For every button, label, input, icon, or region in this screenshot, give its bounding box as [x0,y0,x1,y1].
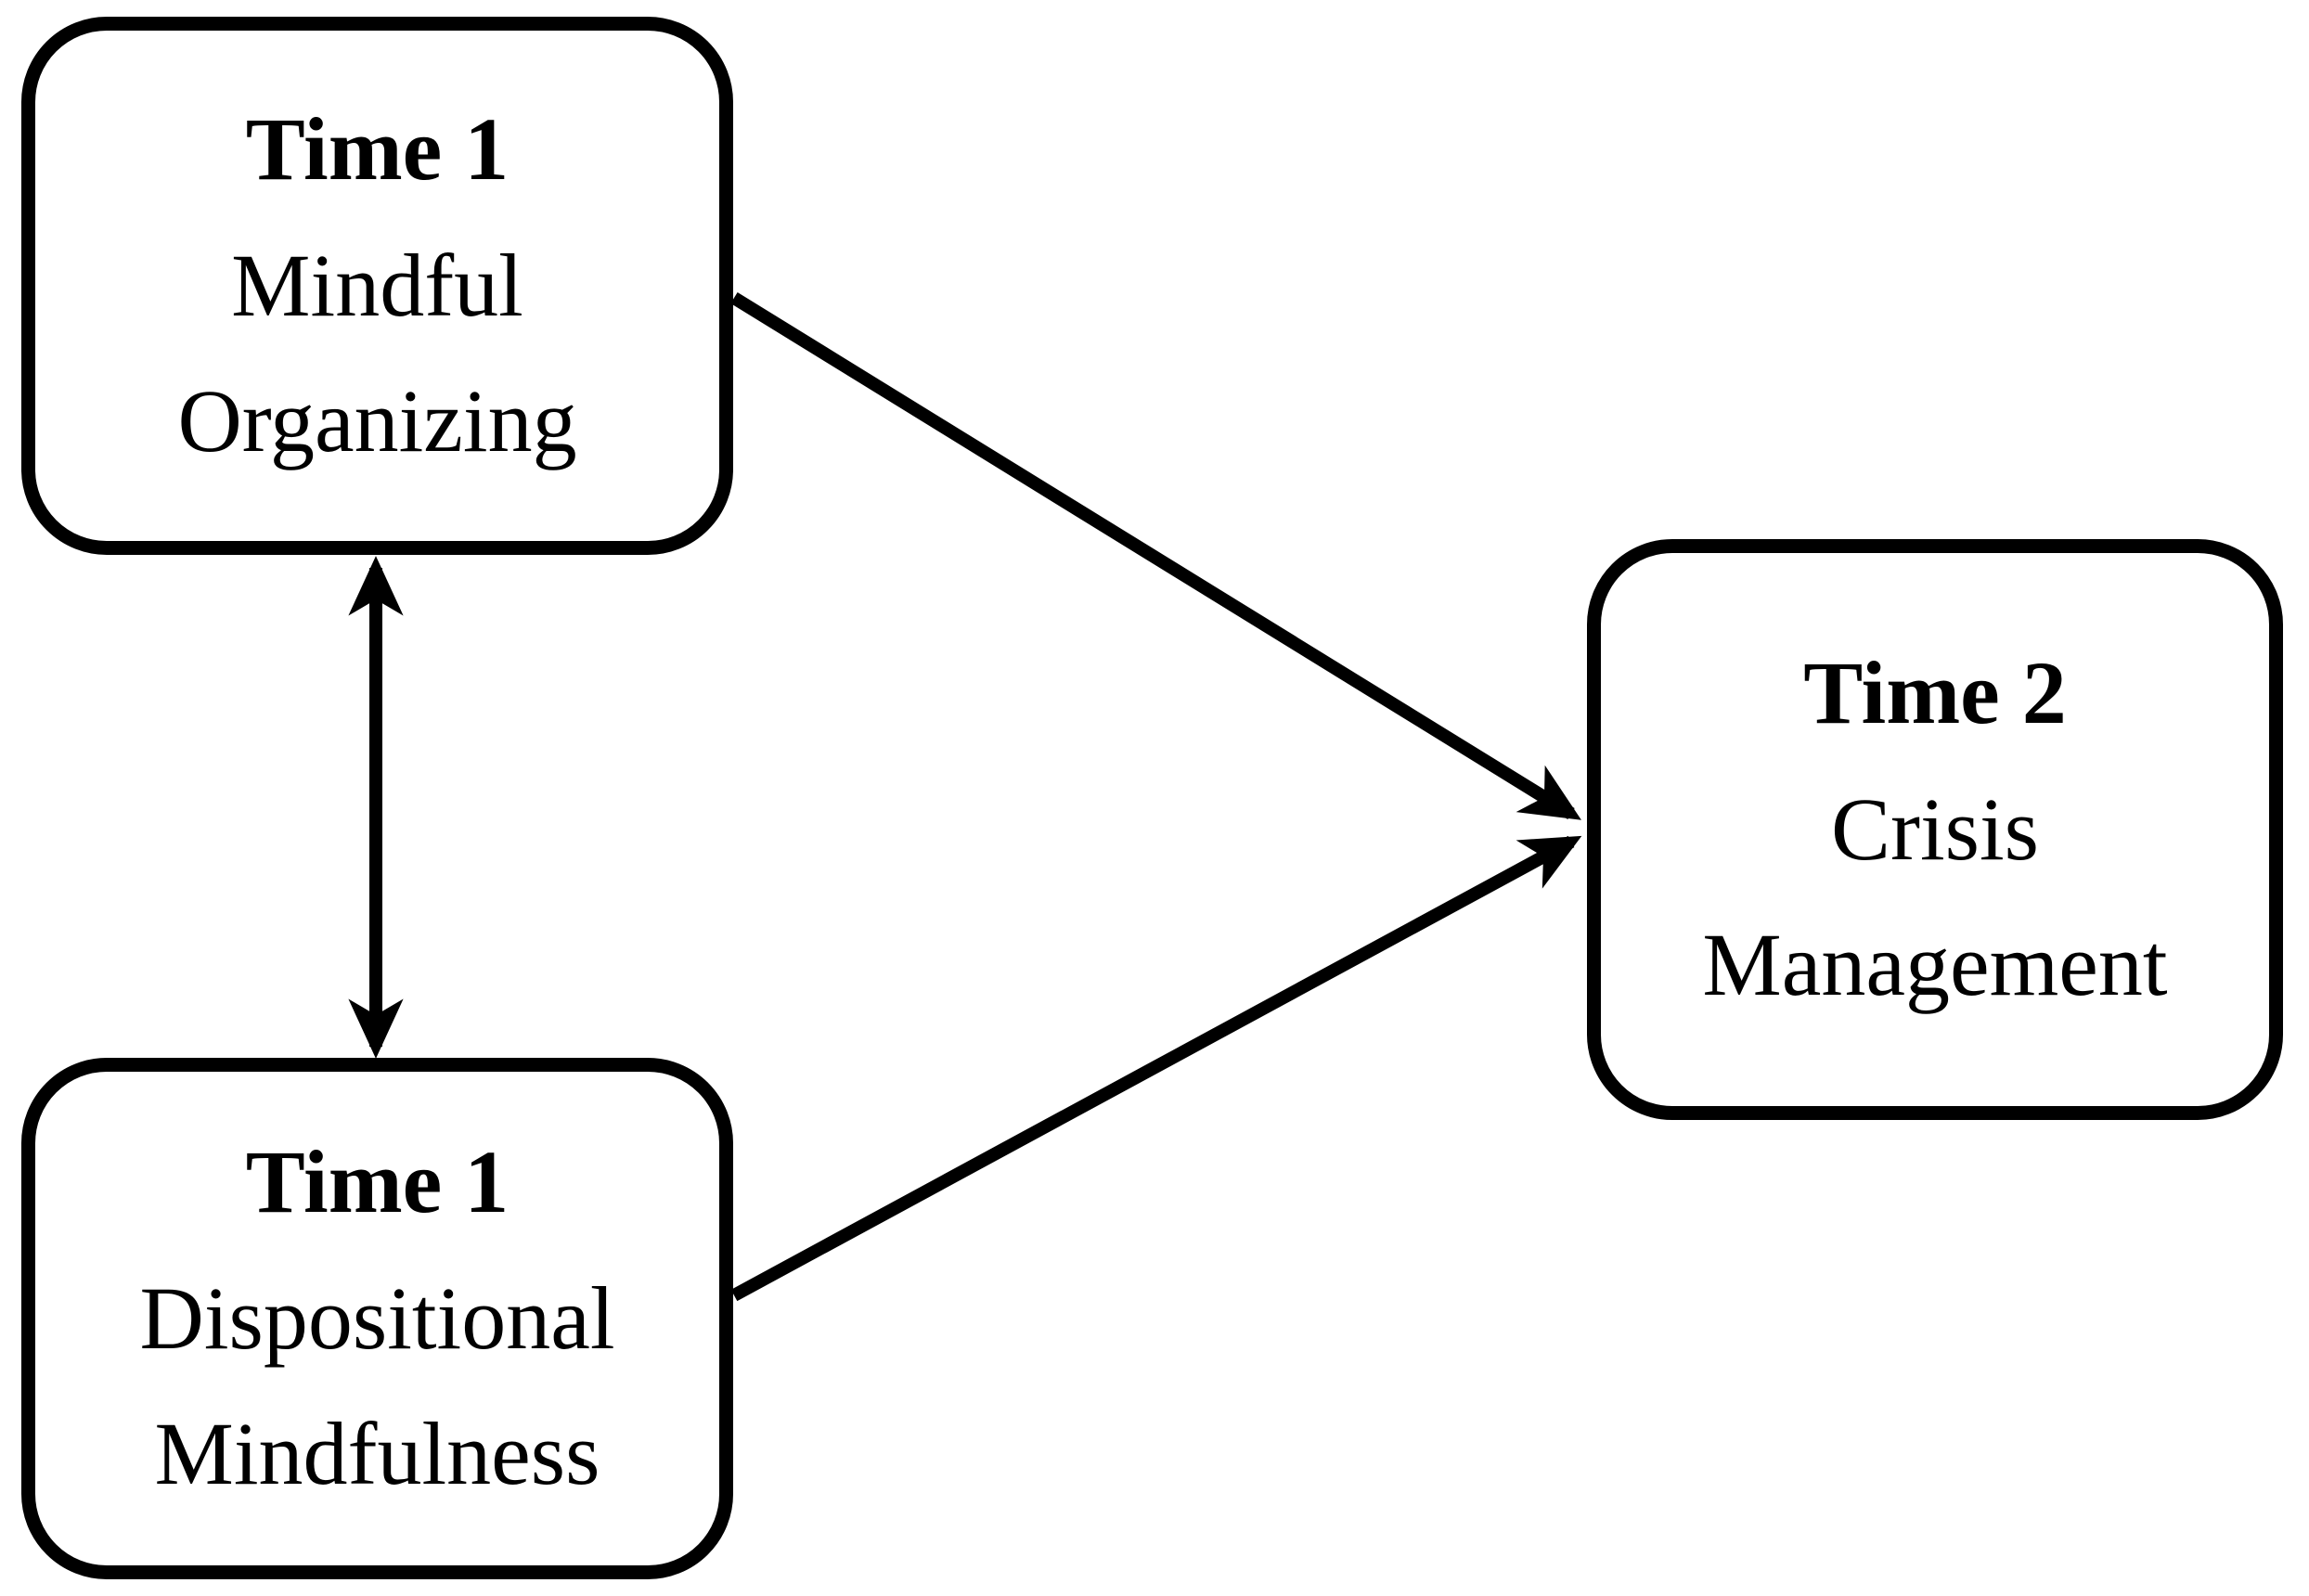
arrow-dispositional-mindfulness-to-crisis-management [730,835,1582,1302]
node-title-line: Dispositional [139,1268,615,1368]
node-time1-dispositional-mindfulness: Time 1 Dispositional Mindfulness [21,1058,733,1579]
node-title-line: Organizing [177,371,577,471]
node-time-label: Time 1 [245,1131,510,1231]
node-title-line: Crisis [1830,779,2040,879]
node-title-line: Management [1702,915,2168,1015]
arrow-mindful-organizing-to-crisis-management [730,292,1581,820]
node-title-line: Mindful [231,235,523,335]
node-time-label: Time 1 [245,98,510,199]
node-title-line: Mindfulness [154,1404,600,1504]
node-time-label: Time 2 [1803,642,2067,742]
node-time2-crisis-management: Time 2 Crisis Management [1587,539,2283,1120]
node-time1-mindful-organizing: Time 1 Mindful Organizing [21,17,733,555]
